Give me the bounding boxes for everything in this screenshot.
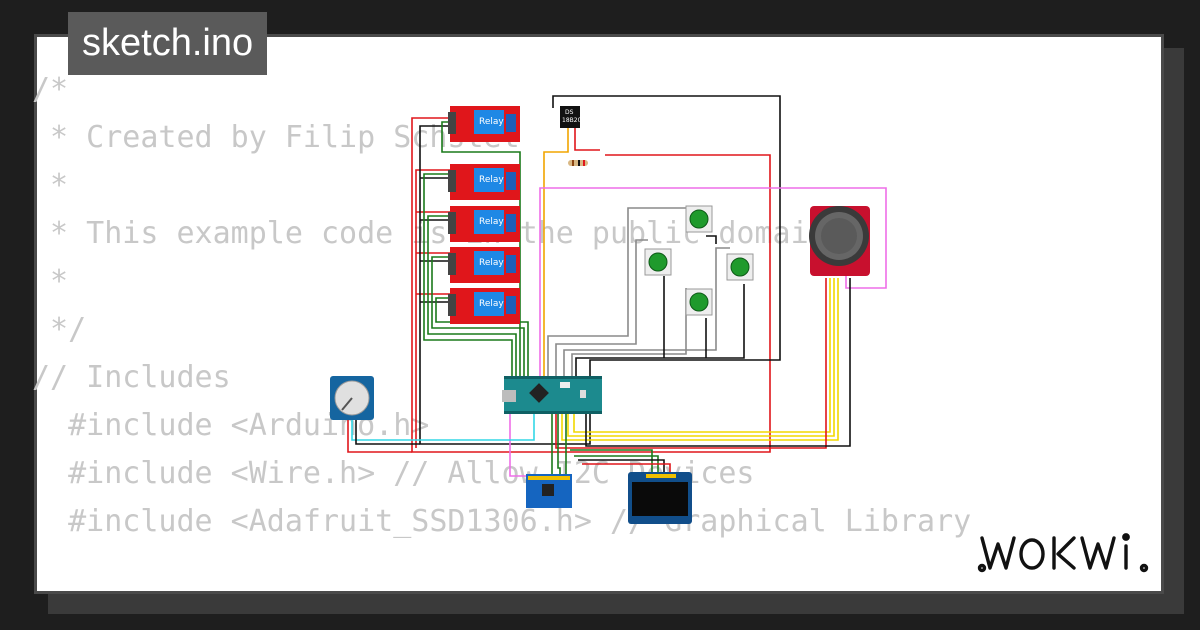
project-preview-card[interactable] bbox=[34, 34, 1164, 594]
wire-gray-button2 bbox=[555, 239, 648, 376]
wire-green-mpu2 bbox=[557, 414, 561, 476]
code-line: // Includes bbox=[32, 360, 231, 395]
push-button-2[interactable] bbox=[644, 248, 672, 276]
wire-green-relay3 bbox=[427, 215, 517, 376]
relay-module-4[interactable]: Relay bbox=[448, 247, 520, 283]
resistor[interactable] bbox=[568, 160, 588, 166]
oled-display[interactable] bbox=[628, 472, 692, 524]
ds18b20-sensor[interactable]: DS 18B20 bbox=[560, 106, 582, 128]
card-shadow-bottom bbox=[48, 594, 1184, 614]
relay-module-2[interactable]: Relay bbox=[448, 164, 520, 200]
wire-green-oled2 bbox=[574, 455, 659, 476]
wire-yellow-1 bbox=[561, 278, 839, 441]
wire-red-joystick bbox=[555, 278, 827, 449]
relay-label: Relay bbox=[479, 175, 504, 185]
arduino-nano[interactable] bbox=[502, 376, 602, 414]
wire-red-relay2 bbox=[415, 169, 450, 448]
wire-black-joystick bbox=[585, 278, 851, 447]
relay-module-3[interactable]: Relay bbox=[448, 206, 520, 242]
wire-orange-sensor bbox=[543, 128, 569, 376]
potentiometer[interactable] bbox=[330, 376, 374, 420]
relay-label: Relay bbox=[479, 117, 504, 127]
relay-label: Relay bbox=[479, 217, 504, 227]
sensor-label-1: DS bbox=[565, 109, 574, 116]
wokwi-logo bbox=[974, 524, 1154, 580]
card-border-bottom bbox=[34, 591, 1164, 594]
wire-gray-button3 bbox=[563, 247, 730, 376]
push-button-1[interactable] bbox=[685, 205, 713, 233]
wire-black-pot bbox=[355, 420, 420, 445]
push-button-4[interactable] bbox=[685, 288, 713, 316]
wire-black-button1 bbox=[706, 235, 717, 244]
code-line: /* bbox=[32, 72, 69, 107]
wire-green-relay4 bbox=[431, 256, 525, 376]
push-button-3[interactable] bbox=[726, 253, 754, 281]
wire-pink-joystick bbox=[539, 187, 887, 376]
sensor-label-2: 18B20 bbox=[562, 117, 582, 124]
wire-green-relay2 bbox=[423, 173, 513, 376]
relay-module-5[interactable]: Relay bbox=[448, 288, 520, 324]
wire-red-pot bbox=[347, 420, 412, 453]
code-line: */ bbox=[32, 312, 87, 347]
relay-label: Relay bbox=[479, 258, 504, 268]
wire-gray-button4 bbox=[571, 288, 687, 376]
code-line: * bbox=[32, 264, 69, 299]
wire-yellow-3 bbox=[573, 278, 831, 433]
wire-cyan-pot bbox=[351, 414, 535, 441]
joystick-module[interactable] bbox=[809, 206, 870, 276]
code-line: * bbox=[32, 168, 69, 203]
wire-yellow-2 bbox=[567, 278, 835, 437]
wire-red-sensor bbox=[574, 128, 600, 151]
mpu6050-module[interactable] bbox=[526, 474, 572, 508]
wire-black-gnd bbox=[419, 95, 781, 445]
code-line: #include <Adafruit_SSD1306.h> // Graphic… bbox=[32, 504, 972, 539]
wire-black-buttons bbox=[575, 284, 745, 376]
relay-module-1[interactable]: Relay bbox=[448, 106, 520, 142]
filename-tab[interactable]: sketch.ino bbox=[68, 12, 268, 75]
wire-black-oled bbox=[578, 459, 665, 476]
wokwi-logo-icon bbox=[977, 533, 1149, 573]
relay-label: Relay bbox=[479, 299, 504, 309]
wire-gray-button1 bbox=[547, 207, 688, 376]
wire-red-power bbox=[411, 117, 771, 453]
code-line: * This example code is in the public dom… bbox=[32, 216, 827, 251]
code-line: #include <Wire.h> // Allow I2C Devices bbox=[32, 456, 755, 491]
wires bbox=[347, 95, 887, 477]
wire-green-relay5 bbox=[435, 297, 529, 376]
wire-green-oled1 bbox=[570, 449, 653, 476]
